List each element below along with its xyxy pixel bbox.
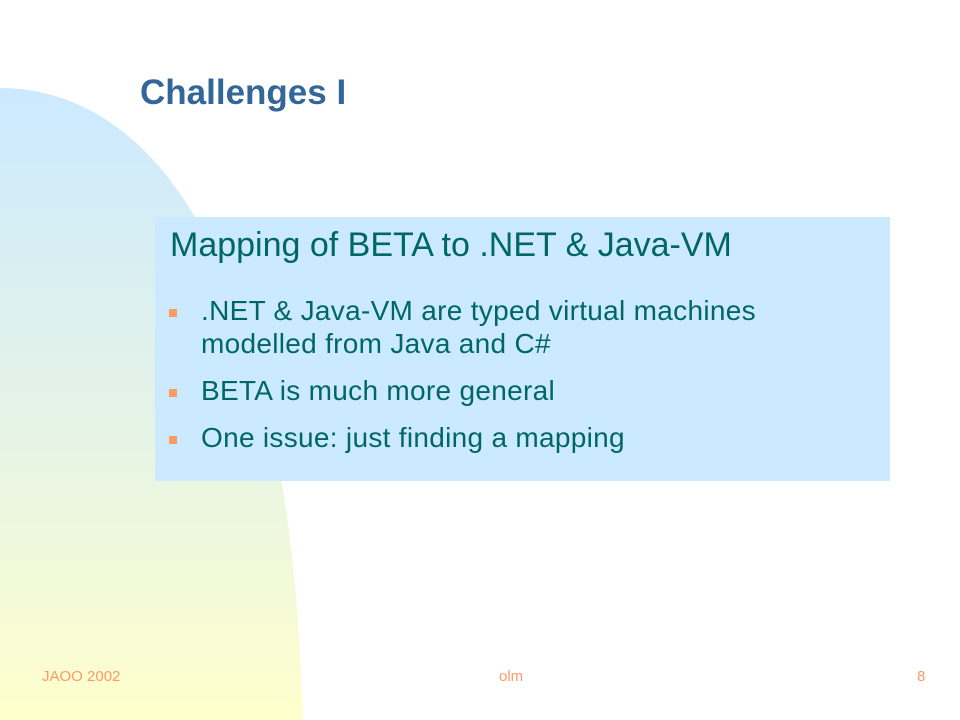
content-box: Mapping of BETA to .NET & Java-VM .NET &… (155, 217, 890, 481)
bullet-text: .NET & Java-VM are typed virtual machine… (201, 295, 756, 359)
square-bullet-icon (169, 389, 177, 397)
footer-page-number: 8 (917, 668, 926, 685)
bullet-item: One issue: just finding a mapping (169, 421, 874, 454)
footer-author: olm (499, 668, 524, 685)
footer-conference: JAOO 2002 (42, 668, 121, 685)
square-bullet-icon (169, 309, 177, 317)
bullet-item: BETA is much more general (169, 374, 874, 407)
square-bullet-icon (169, 436, 177, 444)
slide-title: Challenges I (140, 73, 347, 112)
box-heading: Mapping of BETA to .NET & Java-VM (170, 226, 732, 264)
bullet-item: .NET & Java-VM are typed virtual machine… (169, 294, 874, 360)
bullet-text: One issue: just finding a mapping (201, 422, 625, 453)
bullet-list: .NET & Java-VM are typed virtual machine… (169, 294, 874, 454)
bullet-text: BETA is much more general (201, 375, 556, 406)
